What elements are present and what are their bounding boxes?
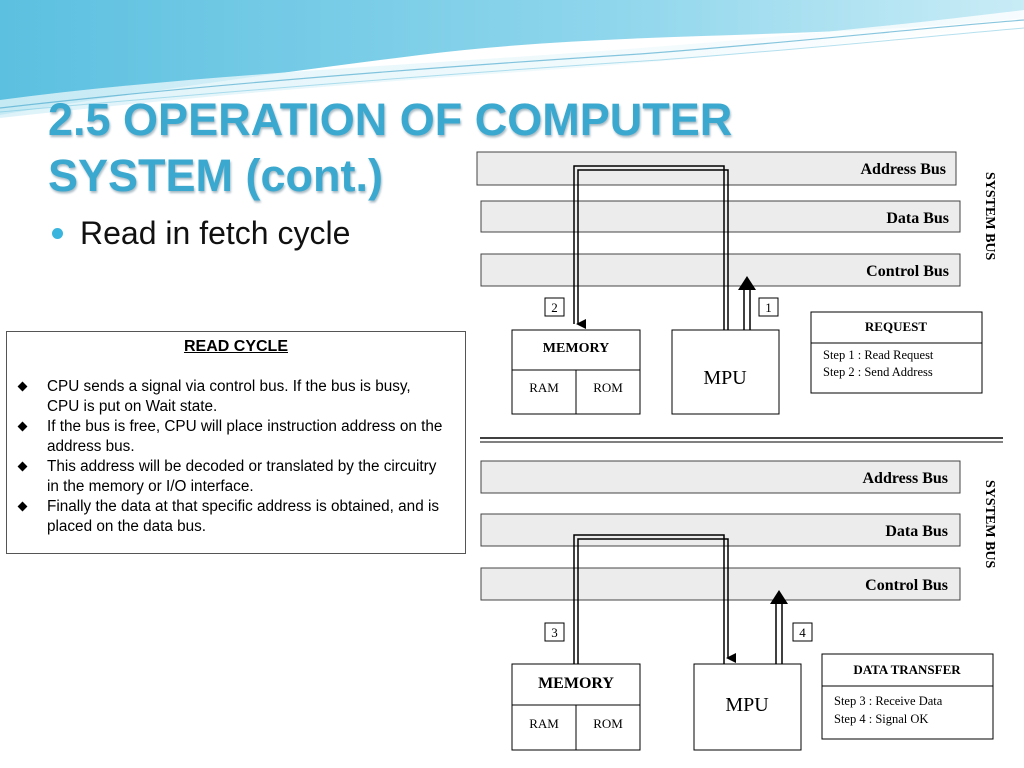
read-cycle-heading: READ CYCLE bbox=[183, 338, 288, 355]
data-bus-bar bbox=[480, 513, 961, 547]
data-bus-label: Data Bus bbox=[886, 210, 949, 227]
data-transfer-step-3: Step 3 : Receive Data bbox=[834, 694, 943, 708]
request-box bbox=[810, 311, 983, 394]
address-bus-bar bbox=[476, 151, 957, 186]
svg-text:3: 3 bbox=[551, 625, 558, 640]
request-step-2: Step 2 : Send Address bbox=[823, 365, 933, 379]
data-transfer-title: DATA TRANSFER bbox=[853, 662, 961, 677]
mpu-block bbox=[671, 329, 780, 415]
control-bus-label: Control Bus bbox=[865, 577, 948, 594]
bullet-text: Read in fetch cycle bbox=[80, 215, 351, 251]
address-bus-label: Address Bus bbox=[860, 161, 946, 178]
data-transfer-box bbox=[821, 653, 994, 740]
data-bus-label: Data Bus bbox=[885, 523, 948, 540]
data-bus-bar bbox=[480, 200, 961, 233]
control-bus-bar bbox=[480, 253, 961, 287]
diamond-bullet-icon bbox=[17, 381, 28, 392]
rom-label: ROM bbox=[593, 380, 623, 395]
control-bus-bar bbox=[480, 567, 961, 601]
read-cycle-list: CPU sends a signal via control bus. If t… bbox=[17, 377, 447, 537]
step-marker bbox=[792, 622, 813, 642]
slide-title: 2.5 OPERATION OF COMPUTER SYSTEM (cont.) bbox=[48, 94, 733, 201]
svg-text:2: 2 bbox=[551, 300, 558, 315]
step-marker bbox=[544, 297, 565, 317]
data-transfer-step-4: Step 4 : Signal OK bbox=[834, 712, 928, 726]
bottom-panel: Address Bus Data Bus Control Bus SYSTEM … bbox=[480, 460, 997, 751]
diamond-bullet-icon bbox=[17, 501, 28, 512]
system-bus-label: SYSTEM BUS bbox=[982, 172, 997, 261]
control-bus-label: Control Bus bbox=[866, 263, 949, 280]
bullet-item: Read in fetch cycle bbox=[52, 215, 350, 252]
address-bus-label: Address Bus bbox=[862, 470, 948, 487]
step-marker bbox=[758, 297, 779, 317]
request-title: REQUEST bbox=[865, 319, 927, 334]
system-bus-label: SYSTEM BUS bbox=[982, 480, 997, 569]
list-item: CPU sends a signal via control bus. If t… bbox=[17, 377, 447, 417]
memory-label: MEMORY bbox=[538, 675, 614, 692]
mpu-block bbox=[693, 663, 802, 751]
address-bus-bar bbox=[480, 460, 961, 494]
diamond-bullet-icon bbox=[17, 461, 28, 472]
mpu-label: MPU bbox=[725, 694, 769, 716]
top-panel: Address Bus Data Bus Control Bus SYSTEM … bbox=[476, 151, 997, 415]
svg-text:1: 1 bbox=[765, 300, 772, 315]
bullet-dot-icon bbox=[52, 228, 63, 239]
ram-label: RAM bbox=[529, 716, 559, 731]
list-item: Finally the data at that specific addres… bbox=[17, 497, 447, 537]
list-item: If the bus is free, CPU will place instr… bbox=[17, 417, 447, 457]
header-wave bbox=[0, 0, 1024, 118]
diamond-bullet-icon bbox=[17, 421, 28, 432]
list-item: This address will be decoded or translat… bbox=[17, 457, 447, 497]
rom-label: ROM bbox=[593, 716, 623, 731]
mpu-label: MPU bbox=[703, 367, 747, 389]
bus-diagram: Address Bus Data Bus Control Bus SYSTEM … bbox=[476, 151, 1003, 751]
svg-text:4: 4 bbox=[799, 625, 806, 640]
request-step-1: Step 1 : Read Request bbox=[823, 348, 934, 362]
memory-label: MEMORY bbox=[543, 341, 609, 356]
ram-label: RAM bbox=[529, 380, 559, 395]
step-marker bbox=[544, 622, 565, 642]
read-cycle-box: READ CYCLE CPU sends a signal via contro… bbox=[6, 331, 466, 554]
